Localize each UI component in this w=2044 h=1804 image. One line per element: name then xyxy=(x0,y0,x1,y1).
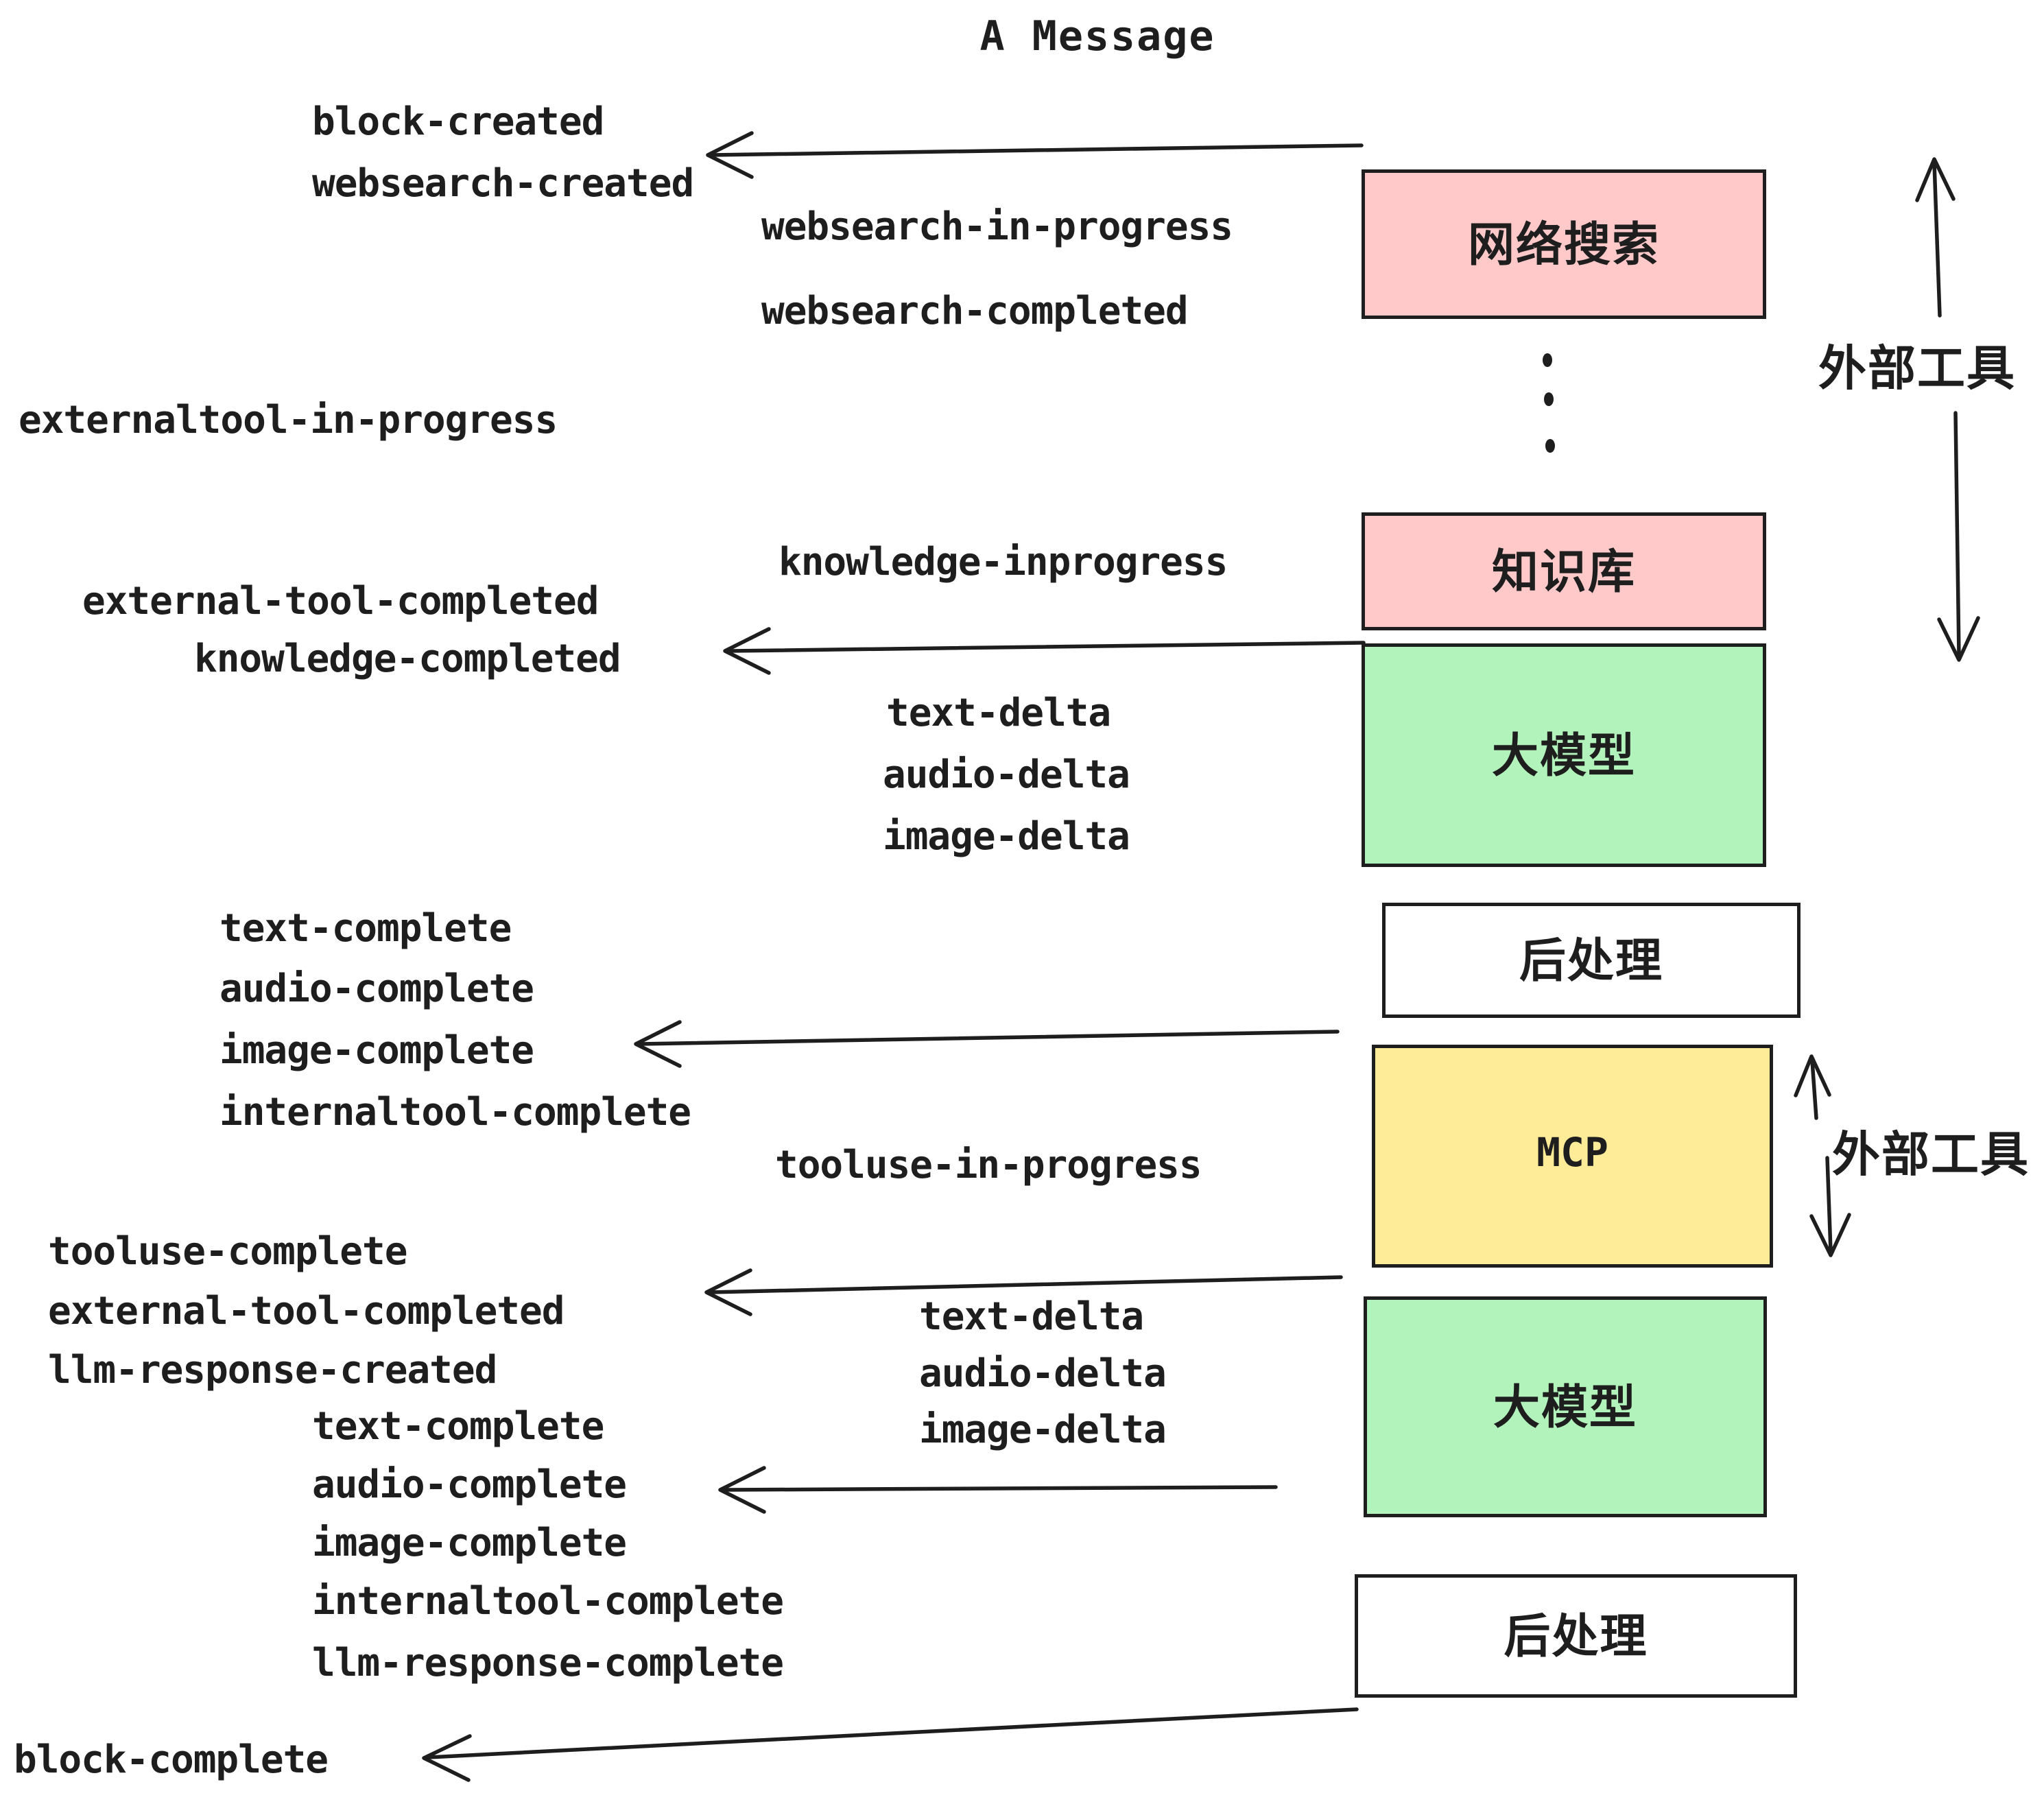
node-websearch-label: 网络搜索 xyxy=(1467,218,1660,271)
node-llm-1-label: 大模型 xyxy=(1491,729,1636,782)
event-label-llm-response-created: llm-response-created xyxy=(48,1348,497,1392)
arrow-block-complete xyxy=(422,1707,1359,1782)
event-label-audio-delta-2: audio-delta xyxy=(919,1351,1167,1396)
event-label-block-complete: block-complete xyxy=(14,1737,329,1782)
node-mcp: MCP xyxy=(1372,1045,1773,1268)
node-post-processing-2: 后处理 xyxy=(1355,1574,1797,1698)
event-label-text-delta-2: text-delta xyxy=(919,1294,1144,1339)
node-llm-2: 大模型 xyxy=(1364,1296,1767,1517)
node-websearch: 网络搜索 xyxy=(1362,169,1766,319)
event-label-image-delta-1: image-delta xyxy=(883,814,1130,859)
event-label-knowledge-inprogress: knowledge-inprogress xyxy=(779,540,1228,584)
event-label-websearch-created: websearch-created xyxy=(312,161,694,206)
event-label-text-delta-1: text-delta xyxy=(886,691,1111,735)
arrow-websearch-created xyxy=(706,131,1364,179)
side-label-external-tools-2: 外部工具 xyxy=(1832,1128,2030,1181)
event-label-external-tool-completed-2: external-tool-completed xyxy=(48,1289,565,1333)
event-label-websearch-completed: websearch-completed xyxy=(761,289,1189,333)
event-label-knowledge-completed: knowledge-completed xyxy=(194,637,621,681)
event-label-text-complete-2: text-complete xyxy=(312,1404,604,1449)
diagram-title: A Message xyxy=(979,12,1215,60)
event-label-external-tool-completed: external-tool-completed xyxy=(82,579,599,624)
event-label-audio-delta-1: audio-delta xyxy=(883,752,1130,797)
ellipsis-dot xyxy=(1544,392,1554,406)
arrow-knowledge-completed xyxy=(723,627,1366,675)
arrow-external-tools-down-1 xyxy=(1937,411,1980,662)
event-label-image-complete-2: image-complete xyxy=(312,1521,627,1565)
event-label-text-complete-1: text-complete xyxy=(219,906,512,951)
event-label-websearch-in-progress: websearch-in-progress xyxy=(761,204,1233,249)
arrow-complete-1 xyxy=(634,1020,1340,1068)
arrow-complete-2 xyxy=(718,1466,1278,1514)
node-llm-2-label: 大模型 xyxy=(1493,1381,1637,1434)
event-label-internaltool-complete-1: internaltool-complete xyxy=(219,1090,691,1135)
event-label-tooluse-in-progress: tooluse-in-progress xyxy=(775,1143,1202,1187)
side-label-external-tools-1: 外部工具 xyxy=(1818,342,2016,395)
arrow-external-tools-up-1 xyxy=(1915,157,1956,318)
event-label-llm-response-complete: llm-response-complete xyxy=(312,1641,784,1685)
node-mcp-label: MCP xyxy=(1536,1128,1608,1176)
node-post-processing-1: 后处理 xyxy=(1382,903,1801,1018)
event-label-internaltool-complete-2: internaltool-complete xyxy=(312,1579,784,1624)
event-label-block-created: block-created xyxy=(312,99,604,144)
event-label-image-complete-1: image-complete xyxy=(219,1028,534,1073)
ellipsis-dot xyxy=(1543,353,1552,367)
ellipsis-dot xyxy=(1545,439,1555,453)
node-post-processing-2-label: 后处理 xyxy=(1504,1610,1648,1663)
node-knowledge-label: 知识库 xyxy=(1491,545,1636,598)
node-llm-1: 大模型 xyxy=(1362,643,1766,867)
event-label-audio-complete-2: audio-complete xyxy=(312,1462,627,1507)
event-label-externaltool-in-progress: externaltool-in-progress xyxy=(19,398,558,442)
event-label-audio-complete-1: audio-complete xyxy=(219,966,534,1011)
event-label-tooluse-complete: tooluse-complete xyxy=(48,1229,407,1274)
event-label-image-delta-2: image-delta xyxy=(919,1408,1167,1452)
ellipsis-dots xyxy=(1543,353,1555,453)
arrow-external-tools-up-2 xyxy=(1794,1054,1831,1120)
node-knowledge: 知识库 xyxy=(1362,512,1766,630)
node-post-processing-1-label: 后处理 xyxy=(1519,934,1663,987)
